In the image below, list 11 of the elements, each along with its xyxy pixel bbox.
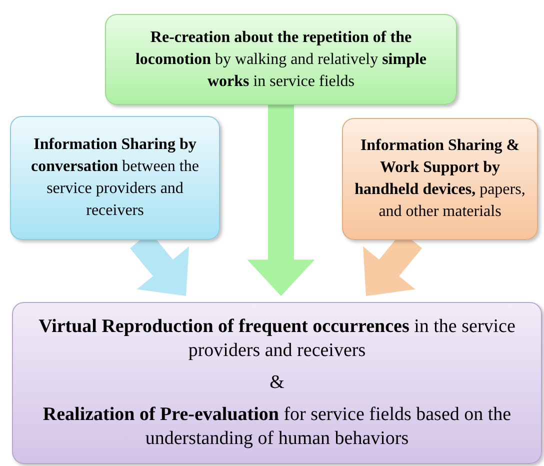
box-text: Realization of Pre-evaluation for service fields based on the understanding of human behaviors: [42, 403, 512, 451]
box-text: &: [270, 371, 284, 395]
block-arrow: [247, 105, 315, 296]
box-text: Re-creation about the repetition of the locomotion by walking and relatively simple works in service fields: [134, 28, 428, 92]
box-text: Information Sharing by conversation between the service providers and receivers: [30, 135, 200, 221]
rounded-box: [105, 14, 457, 105]
rounded-box: [342, 118, 538, 240]
rounded-box: [10, 116, 220, 240]
box-text: Information Sharing & Work Support by handheld devices, papers, and other materials: [354, 136, 526, 222]
box-text: Virtual Reproduction of frequent occurrences in the service providers and receivers: [38, 315, 516, 363]
rounded-box: [12, 302, 542, 464]
